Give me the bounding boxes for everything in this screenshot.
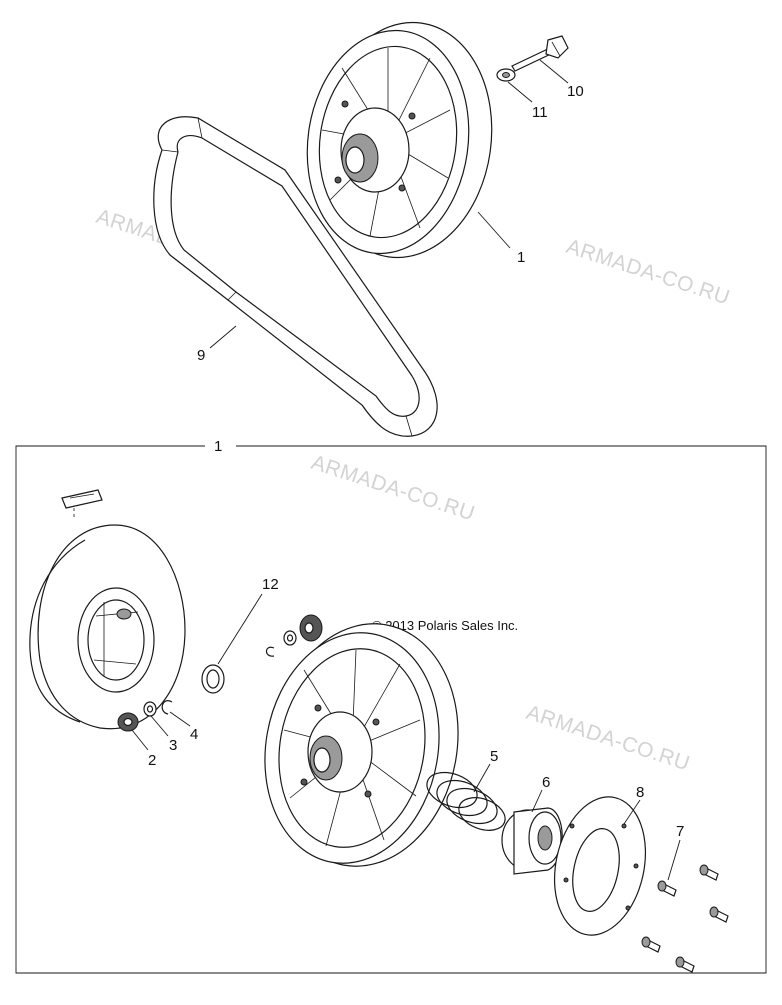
callout-3: 3 <box>169 737 177 754</box>
screw <box>699 864 719 881</box>
bearing <box>117 712 139 732</box>
leader-line <box>131 729 149 751</box>
leader-line <box>623 799 641 825</box>
secondary-clutch <box>306 21 493 259</box>
leader-line <box>477 211 511 249</box>
callout-7: 7 <box>676 823 684 840</box>
screw <box>675 956 695 973</box>
callout-12: 12 <box>262 576 279 593</box>
roller-bearing <box>299 614 323 642</box>
stationary-sheave <box>29 524 186 730</box>
washer <box>496 68 516 82</box>
spring <box>426 771 506 831</box>
retaining-clip <box>265 646 275 657</box>
screw <box>641 936 661 953</box>
callout-11: 11 <box>532 104 548 121</box>
callout-8: 8 <box>636 784 644 801</box>
snap-ring <box>161 700 173 715</box>
callout-10: 10 <box>567 83 584 100</box>
moveable-sheave <box>264 623 459 867</box>
watermark: ARMADA-CO.RU <box>523 701 692 776</box>
callout-1-box: 1 <box>214 438 222 455</box>
leader-line <box>217 593 263 665</box>
callout-9: 9 <box>197 347 205 364</box>
leader-line <box>169 711 191 727</box>
copyright-notice: © 2013 Polaris Sales Inc. <box>372 618 518 633</box>
screw <box>709 906 729 923</box>
callout-6: 6 <box>542 774 550 791</box>
leader-line <box>539 59 569 84</box>
leader-line <box>667 839 681 881</box>
drive-belt <box>153 116 438 437</box>
watermark: ARMADA-CO.RU <box>308 451 477 526</box>
callout-4: 4 <box>190 726 198 743</box>
leader-line <box>531 789 543 813</box>
decal <box>61 489 103 520</box>
watermark: ARMADA-CO.RU <box>563 235 732 310</box>
leader-line <box>473 763 491 793</box>
spacer-washer <box>283 630 297 646</box>
leader-line <box>209 325 237 349</box>
callout-2: 2 <box>148 752 156 769</box>
cover-plate <box>553 796 647 936</box>
o-ring <box>201 664 225 694</box>
screw <box>657 880 677 897</box>
leader-line <box>150 715 169 737</box>
callout-5: 5 <box>490 748 498 765</box>
thrust-washer <box>143 701 157 717</box>
bolt <box>511 35 569 72</box>
callout-1: 1 <box>517 249 525 266</box>
assembly-box <box>15 445 767 974</box>
leader-line <box>507 81 533 103</box>
helix <box>501 807 563 875</box>
